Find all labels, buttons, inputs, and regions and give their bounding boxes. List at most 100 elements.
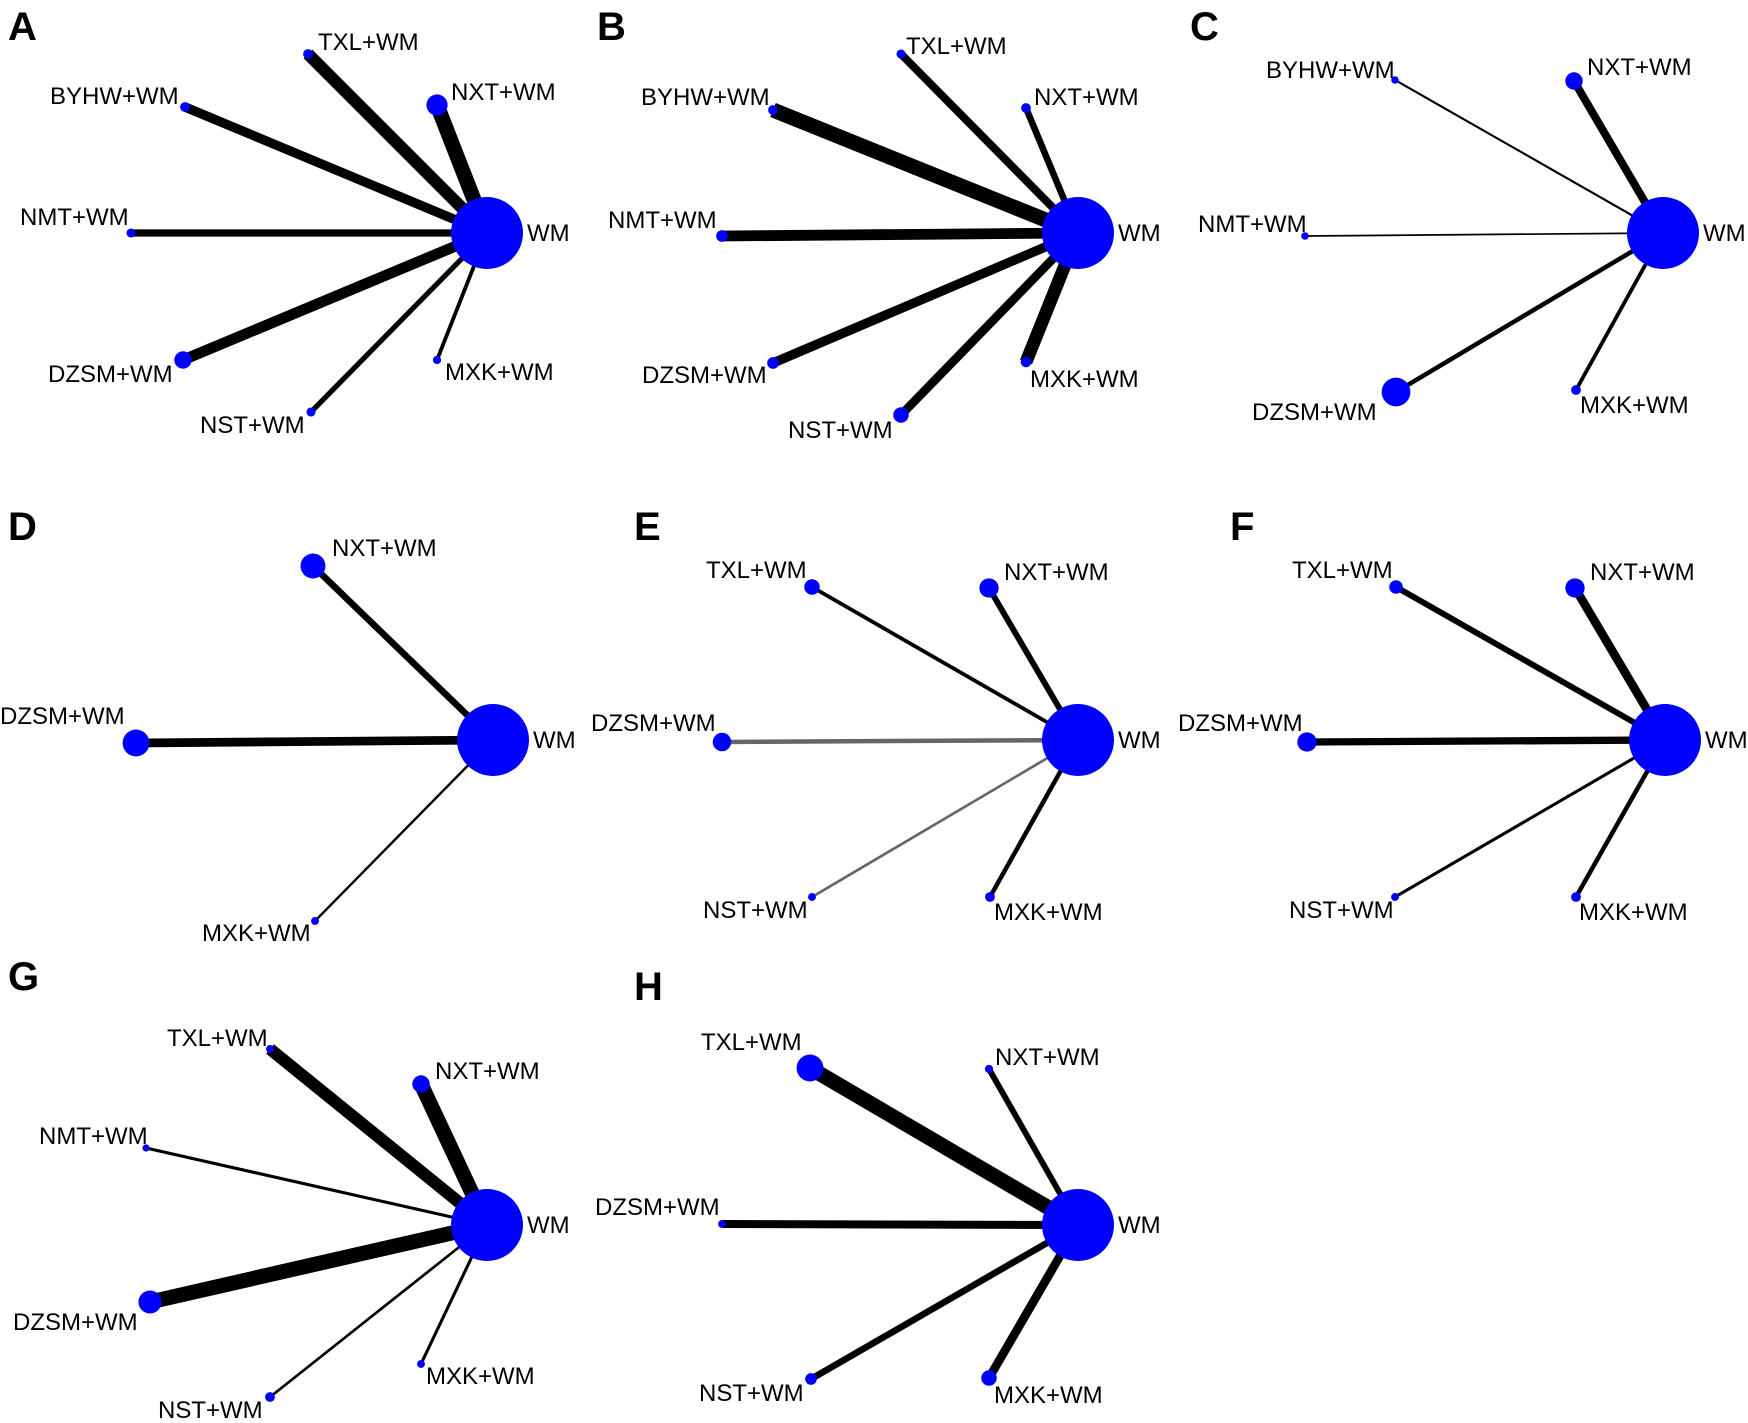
panel-letter: B [597,5,626,49]
node-label: NMT+WM [39,1123,148,1150]
node-label: TXL+WM [318,29,419,56]
node-label: BYHW+WM [641,84,770,111]
node-label: NMT+WM [1198,211,1307,238]
edge-txl-wm-to-wm [898,51,1081,236]
hub-label: WM [1705,727,1748,754]
node-label: MXK+WM [426,1363,535,1390]
hub-label: WM [1118,220,1161,247]
node-nxt-wm [426,94,448,116]
panel-letter: F [1230,505,1254,549]
node-nmt-wm [1301,232,1309,240]
node-dzsm-wm [1381,377,1411,407]
edge-nmt-wm-to-wm [721,227,1079,242]
node-label: MXK+WM [1030,366,1139,393]
node-nxt-wm [1021,103,1031,113]
edge-dzsm-wm-to-wm [135,735,494,748]
edge-dzsm-wm-to-wm [180,228,490,365]
node-dzsm-wm [122,729,150,757]
panel-letter: G [8,955,39,999]
edge-nst-wm-to-wm [1394,738,1666,899]
node-label: DZSM+WM [591,710,716,737]
node-label: NXT+WM [451,79,556,106]
hub-label: WM [527,1212,570,1239]
node-wm-hub [1627,197,1699,269]
node-mxk-wm [311,917,319,925]
node-txl-wm [804,579,820,595]
node-dzsm-wm [138,1290,162,1314]
node-label: MXK+WM [202,920,311,947]
node-dzsm-wm [712,732,732,752]
edge-txl-wm-to-wm [806,1061,1082,1232]
node-label: NXT+WM [995,1044,1100,1071]
edge-nmt-wm-to-wm [1304,232,1664,237]
edge-nst-wm-to-wm [309,231,489,414]
edge-dzsm-wm-to-wm [148,1217,489,1310]
edge-dzsm-wm-to-wm [1306,736,1666,746]
node-mxk-wm [985,892,995,902]
node-label: MXK+WM [994,899,1103,926]
edge-mxk-wm-to-wm [314,739,494,922]
edge-nxt-wm-to-wm [310,563,496,743]
node-label: NST+WM [200,412,305,439]
node-label: MXK+WM [1579,899,1688,926]
node-wm-hub [1629,704,1701,776]
hub-label: WM [1118,1212,1161,1239]
node-wm-hub [451,197,523,269]
node-nst-wm [808,893,816,901]
edge-txl-wm-to-wm [811,585,1079,742]
node-mxk-wm [417,1360,425,1368]
node-nxt-wm [1565,578,1585,598]
edge-nst-wm-to-wm [897,229,1082,419]
node-wm-hub [451,1189,523,1261]
node-label: MXK+WM [445,359,554,386]
hub-label: WM [527,220,570,247]
node-dzsm-wm [1297,732,1317,752]
node-label: NMT+WM [20,204,129,231]
node-label: TXL+WM [906,33,1007,60]
node-label: MXK+WM [994,1382,1103,1409]
node-nst-wm [306,407,316,417]
node-label: NXT+WM [332,535,437,562]
node-txl-wm [303,49,313,59]
hub-label: WM [1118,727,1161,754]
node-nmt-wm [126,228,136,238]
node-label: BYHW+WM [1266,57,1395,84]
node-nst-wm [265,1392,275,1402]
node-mxk-wm [981,1370,997,1386]
panel-letter: E [634,505,661,549]
node-label: NST+WM [699,1380,804,1407]
node-txl-wm [896,49,906,59]
node-label: TXL+WM [706,557,807,584]
node-label: DZSM+WM [642,362,767,389]
node-mxk-wm [1020,356,1032,368]
node-byhw-wm [768,105,778,115]
node-label: DZSM+WM [595,1194,720,1221]
node-label: NMT+WM [608,207,717,234]
edge-dzsm-wm-to-wm [1394,231,1665,394]
node-label: DZSM+WM [13,1309,138,1336]
node-nmt-wm [716,230,728,242]
node-label: DZSM+WM [0,703,125,730]
edge-nst-wm-to-wm [811,738,1079,899]
node-byhw-wm [1391,76,1399,84]
node-nst-wm [805,1373,817,1385]
node-mxk-wm [1571,385,1581,395]
node-nxt-wm [1565,72,1583,90]
node-label: DZSM+WM [1178,710,1303,737]
node-label: NST+WM [788,417,893,444]
node-label: NST+WM [1289,897,1394,924]
panel-letter: C [1190,5,1219,49]
node-label: NXT+WM [1590,559,1695,586]
node-label: NXT+WM [1587,54,1692,81]
node-txl-wm [1389,580,1403,594]
edge-nmt-wm-to-wm [145,1146,488,1227]
edge-dzsm-wm-to-wm [721,1220,1079,1229]
node-wm-hub [1042,197,1114,269]
node-dzsm-wm [767,357,779,369]
